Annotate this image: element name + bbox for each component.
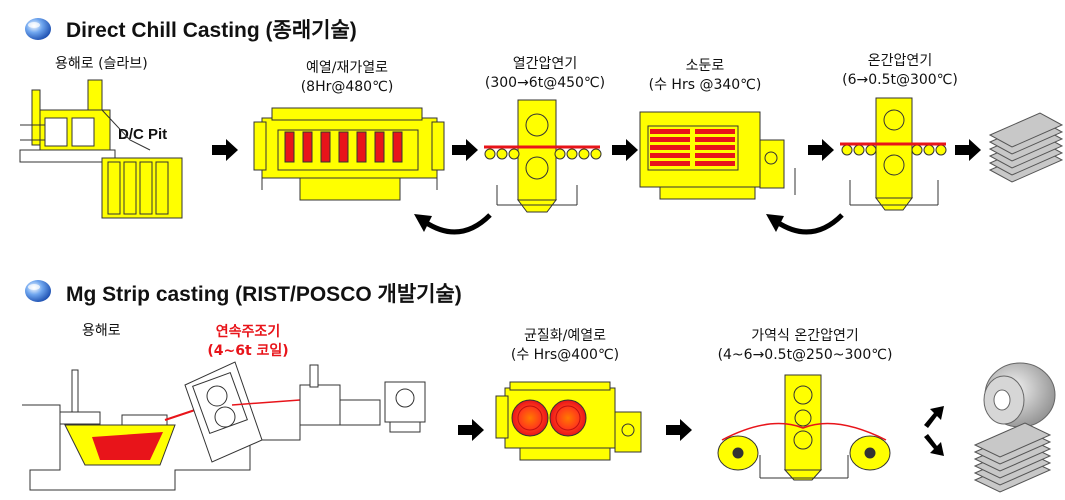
strip-melting-furnace-icon xyxy=(22,369,340,491)
anneal-name: 소둔로 xyxy=(685,58,725,74)
strip-caster-icon xyxy=(184,361,301,463)
section1-title: Direct Chill Casting (종래기술) xyxy=(66,19,357,42)
dc-pit-icon xyxy=(101,157,183,219)
preheat-furnace-icon xyxy=(253,107,445,201)
dc-melting-label: 용해로 (슬라브) xyxy=(55,56,148,72)
homog-name: 균질화/예열로 xyxy=(524,328,606,344)
dc-pit-label: D/C Pit xyxy=(118,126,168,143)
homogenizing-furnace-icon xyxy=(495,381,642,461)
strip-melting-label: 용해로 xyxy=(82,323,121,339)
warm-rolling-mill-icon xyxy=(840,97,947,211)
caster-name: 연속주조기 xyxy=(215,324,281,340)
section1-bullet-icon xyxy=(25,18,51,40)
rev-roll-name: 가역식 온간압연기 xyxy=(751,328,859,344)
return-arrowhead-icon xyxy=(414,214,784,232)
hot-rolling-mill-icon xyxy=(484,99,602,213)
flow-arrow-icon xyxy=(458,406,944,456)
sheet-stack-icon xyxy=(988,112,1064,183)
warmroll-cond: (6→0.5t@300℃) xyxy=(842,72,958,88)
rev-roll-cond: (4~6→0.5t@250~300℃) xyxy=(717,347,893,363)
preheat-cond: (8Hr@480℃) xyxy=(300,79,394,95)
annealing-furnace-icon xyxy=(639,111,796,200)
anneal-cond: (수 Hrs @340℃) xyxy=(648,77,762,93)
warmroll-name: 온간압연기 xyxy=(867,53,933,69)
preheat-name: 예열/재가열로 xyxy=(306,60,388,76)
coil-icon xyxy=(983,362,1056,428)
hotroll-cond: (300→6t@450℃) xyxy=(484,75,606,91)
caster-cond: (4~6t 코일) xyxy=(207,343,289,359)
hotroll-name: 열간압연기 xyxy=(512,56,578,72)
reversing-mill-icon xyxy=(717,374,891,481)
section2-bullet-icon xyxy=(25,280,51,302)
section2-title: Mg Strip casting (RIST/POSCO 개발기술) xyxy=(66,283,462,306)
return-arrow-icon xyxy=(423,213,844,235)
sheet-stack-bottom-icon xyxy=(973,422,1052,493)
flow-arrow-icon xyxy=(212,139,981,161)
strip-coiler-line-icon xyxy=(299,364,426,433)
homog-cond: (수 Hrs@400℃) xyxy=(510,347,620,363)
dc-melting-furnace-icon xyxy=(19,79,151,163)
